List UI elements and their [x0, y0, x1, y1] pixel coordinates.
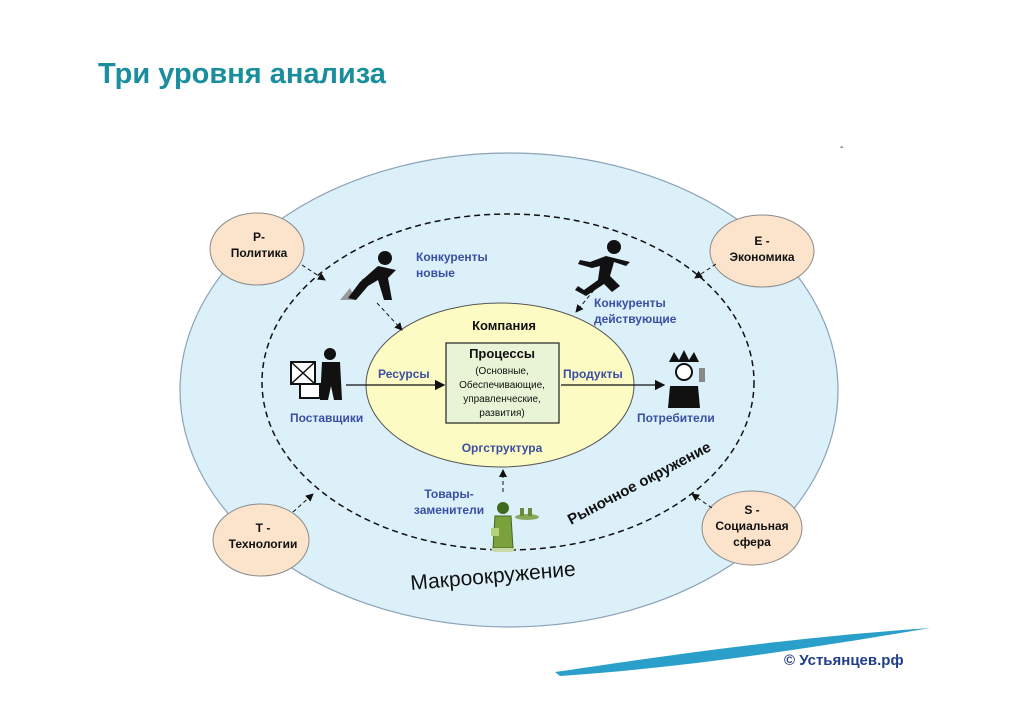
politics-arrow	[301, 264, 326, 281]
footer-swoosh	[555, 628, 930, 676]
org-structure-label: Оргструктура	[462, 441, 543, 455]
technology-label: Технологии	[229, 537, 298, 551]
social-node	[701, 490, 803, 566]
substitutes-line2: заменители	[414, 503, 484, 517]
current-competitors-arrow	[575, 289, 595, 313]
slide-title: Три уровня анализа	[98, 58, 386, 90]
sprinter-icon	[575, 240, 630, 296]
current-competitors-line2: действующие	[594, 312, 677, 326]
corner-mark: -	[840, 142, 843, 153]
consumers-label: Потребители	[637, 411, 715, 425]
runner-start-icon	[340, 251, 396, 300]
processes-line-4: развития)	[479, 408, 524, 419]
social-label-2: сфера	[733, 535, 771, 549]
politics-code: P-	[253, 230, 265, 244]
new-competitors-line1: Конкуренты	[416, 250, 488, 264]
technology-arrow	[292, 493, 314, 513]
social-label: Социальная	[715, 519, 788, 533]
technology-code: T -	[256, 521, 271, 535]
economy-code: E -	[754, 234, 769, 248]
processes-line-2: Обеспечивающие,	[459, 379, 545, 391]
copyright-text: © Устьянцев.рф	[784, 652, 904, 669]
processes-box	[445, 342, 560, 424]
economy-arrow	[694, 263, 717, 279]
substitutes-line1: Товары-	[424, 487, 473, 501]
current-competitors-line1: Конкуренты	[594, 296, 666, 310]
processes-line-1: (Основные,	[475, 366, 529, 377]
waiter-icon	[490, 502, 539, 552]
economy-label: Экономика	[729, 250, 794, 264]
politics-node	[209, 212, 305, 286]
technology-node	[212, 503, 310, 577]
king-consumer-icon	[668, 350, 705, 408]
company-title: Компания	[472, 318, 536, 333]
new-competitors-arrow	[376, 302, 403, 331]
new-competitors-line2: новые	[416, 266, 455, 280]
market-environment-ring	[261, 213, 755, 551]
social-code: S -	[744, 503, 759, 517]
supplier-boxes-icon	[290, 348, 342, 400]
products-label: Продукты	[563, 367, 623, 381]
economy-node	[709, 214, 815, 288]
suppliers-label: Поставщики	[290, 411, 363, 425]
processes-line-3: управленческие,	[463, 394, 541, 405]
resources-label: Ресурсы	[378, 367, 430, 381]
processes-title: Процессы	[469, 346, 535, 361]
politics-label: Политика	[231, 246, 288, 260]
